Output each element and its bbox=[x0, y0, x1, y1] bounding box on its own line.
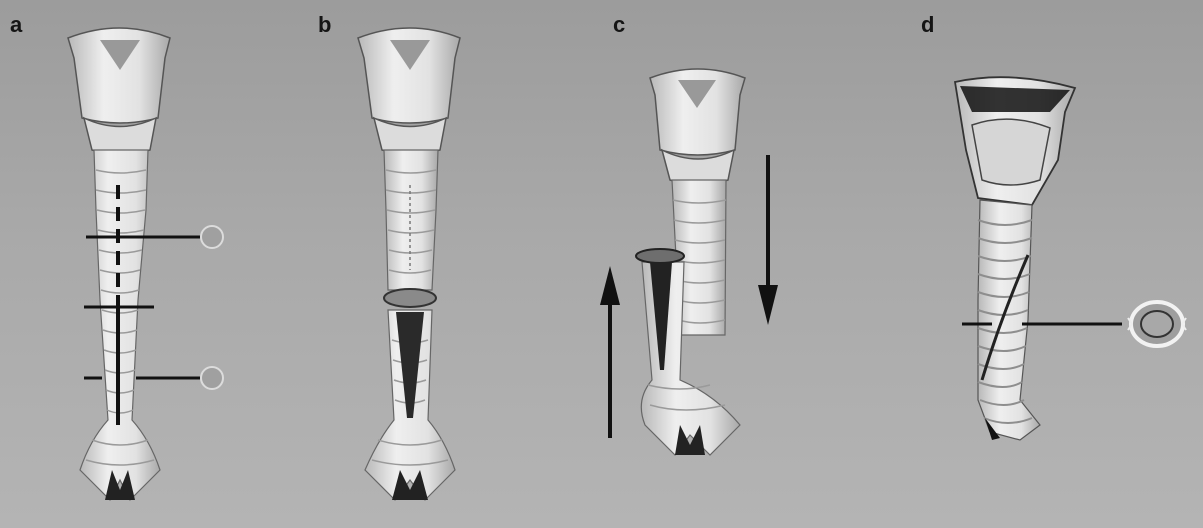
panel-d-trachea-diagram bbox=[900, 0, 1203, 528]
arrow-up bbox=[600, 266, 620, 438]
panel-a-trachea-diagram bbox=[0, 0, 300, 528]
panel-c-trachea-diagram bbox=[580, 0, 900, 528]
larynx bbox=[358, 28, 460, 154]
cross-section-circle-lower bbox=[201, 367, 223, 389]
panel-b-trachea-diagram bbox=[290, 0, 590, 528]
reconstructed-trachea bbox=[955, 77, 1075, 440]
cross-section-circle-upper bbox=[201, 226, 223, 248]
trachea bbox=[365, 150, 455, 500]
resection-ring bbox=[384, 289, 436, 307]
cross-section-view bbox=[1128, 302, 1186, 346]
arrow-down bbox=[758, 155, 778, 325]
larynx bbox=[68, 28, 170, 154]
